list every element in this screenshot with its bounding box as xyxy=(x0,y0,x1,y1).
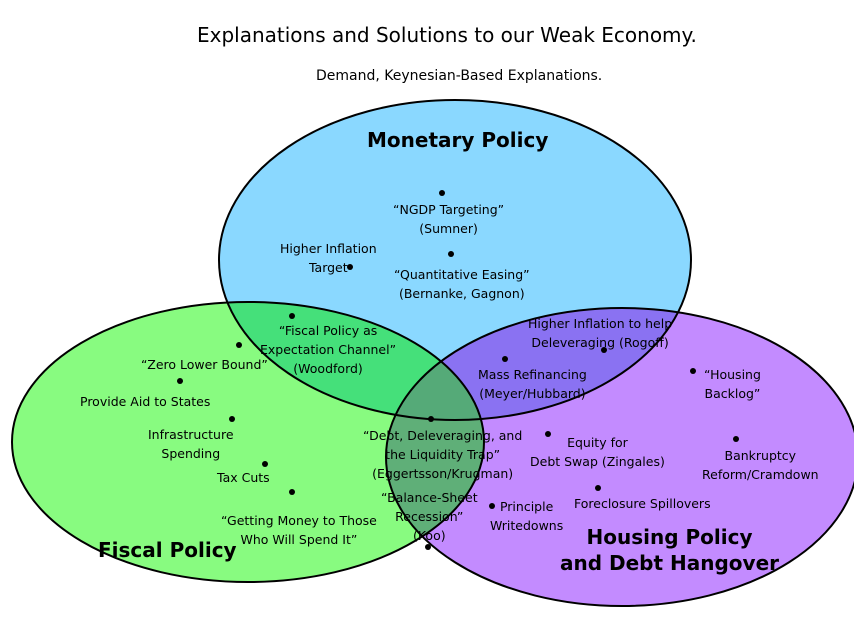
page-title: Explanations and Solutions to our Weak E… xyxy=(197,23,697,47)
higher-inflation-line1: Higher Inflation xyxy=(280,241,377,256)
housing-outline xyxy=(385,307,854,607)
equity-debt-dot xyxy=(545,431,551,437)
debt-delever-line1: “Debt, Deleveraging, and xyxy=(363,428,523,443)
qe-line1: “Quantitative Easing” xyxy=(394,267,530,282)
zero-lower-bound-line1: “Zero Lower Bound” xyxy=(141,357,268,372)
principle-line2: Writedowns xyxy=(490,518,564,533)
balance-sheet-dot xyxy=(425,544,431,550)
tax-cuts-label: Tax Cuts xyxy=(217,468,270,487)
fiscal-expectation-dot xyxy=(289,313,295,319)
balance-sheet-line3: (Koo) xyxy=(412,528,446,543)
inflation-deleveraging-label: Higher Inflation to help Deleveraging (R… xyxy=(528,314,672,352)
monetary-policy-label: Monetary Policy xyxy=(367,128,549,152)
housing-policy-label: Housing Policy and Debt Hangover xyxy=(560,524,779,576)
mass-refi-dot xyxy=(502,356,508,362)
ngdp-line2: (Sumner) xyxy=(419,221,478,236)
housing-backlog-label: “Housing Backlog” xyxy=(704,365,761,403)
infrastructure-line2: Spending xyxy=(161,446,221,461)
ngdp-line1: “NGDP Targeting” xyxy=(393,202,505,217)
monetary-fiscal-overlap xyxy=(219,302,484,420)
higher-inflation-line2: Target xyxy=(308,260,348,275)
foreclosure-label: Foreclosure Spillovers xyxy=(574,494,711,513)
ngdp-label: “NGDP Targeting” (Sumner) xyxy=(393,200,504,238)
housing-backlog-line2: Backlog” xyxy=(704,386,761,401)
balance-sheet-line2: Recession” xyxy=(395,509,464,524)
foreclosure-dot xyxy=(595,485,601,491)
zero-lower-bound-label: “Zero Lower Bound” xyxy=(141,355,268,374)
fiscal-expectation-line1: “Fiscal Policy as xyxy=(278,323,378,338)
debt-delever-label: “Debt, Deleveraging, and the Liquidity T… xyxy=(363,426,522,483)
bankruptcy-line1: Bankruptcy xyxy=(724,448,797,463)
infrastructure-line1: Infrastructure xyxy=(148,427,234,442)
housing-backlog-dot xyxy=(690,368,696,374)
monetary-outline xyxy=(218,99,692,421)
getting-money-label: “Getting Money to Those Who Will Spend I… xyxy=(221,511,377,549)
foreclosure-line1: Foreclosure Spillovers xyxy=(574,496,711,511)
principle-line1: Principle xyxy=(499,499,554,514)
inflation-deleveraging-dot xyxy=(601,347,607,353)
mass-refi-label: Mass Refinancing (Meyer/Hubbard) xyxy=(478,365,587,403)
ngdp-dot xyxy=(439,190,445,196)
qe-label: “Quantitative Easing” (Bernanke, Gagnon) xyxy=(394,265,530,303)
equity-debt-label: Equity for Debt Swap (Zingales) xyxy=(530,433,665,471)
bankruptcy-line2: Reform/Cramdown xyxy=(702,467,819,482)
fiscal-expectation-line3: (Woodford) xyxy=(293,361,363,376)
balance-sheet-line1: “Balance-Sheet xyxy=(381,490,478,505)
page-subtitle: Demand, Keynesian-Based Explanations. xyxy=(316,68,603,84)
qe-dot xyxy=(448,251,454,257)
aid-states-line1: Provide Aid to States xyxy=(80,394,211,409)
zero-lower-bound-dot xyxy=(236,342,242,348)
bankruptcy-dot xyxy=(733,436,739,442)
getting-money-line2: Who Will Spend It” xyxy=(240,532,358,547)
debt-delever-line3: (Eggertsson/Krugman) xyxy=(372,466,514,481)
housing-label-line2: and Debt Hangover xyxy=(560,551,780,575)
housing-label-line1: Housing Policy xyxy=(586,525,753,549)
inflation-deleveraging-line2: Deleveraging (Rogoff) xyxy=(531,335,669,350)
inflation-deleveraging-line1: Higher Inflation to help xyxy=(528,316,673,331)
equity-debt-line2: Debt Swap (Zingales) xyxy=(530,454,665,469)
debt-delever-line2: the Liquidity Trap” xyxy=(385,447,501,462)
higher-inflation-label: Higher Inflation Target xyxy=(280,239,377,277)
infrastructure-dot xyxy=(229,416,235,422)
aid-states-dot xyxy=(177,378,183,384)
fiscal-expectation-label: “Fiscal Policy as Expectation Channel” (… xyxy=(260,321,396,378)
mass-refi-line1: Mass Refinancing xyxy=(478,367,587,382)
housing-backlog-line1: “Housing xyxy=(704,367,761,382)
getting-money-dot xyxy=(289,489,295,495)
getting-money-line1: “Getting Money to Those xyxy=(221,513,377,528)
aid-states-label: Provide Aid to States xyxy=(80,392,210,411)
fiscal-policy-label: Fiscal Policy xyxy=(98,538,237,562)
tax-cuts-line1: Tax Cuts xyxy=(217,470,270,485)
fiscal-expectation-line2: Expectation Channel” xyxy=(260,342,397,357)
principle-label: Principle Writedowns xyxy=(490,497,563,535)
tax-cuts-dot xyxy=(262,461,268,467)
monetary-housing-overlap xyxy=(386,308,691,420)
higher-inflation-dot xyxy=(347,264,353,270)
bankruptcy-label: Bankruptcy Reform/Cramdown xyxy=(702,446,819,484)
balance-sheet-label: “Balance-Sheet Recession” (Koo) xyxy=(381,488,478,545)
mass-refi-line2: (Meyer/Hubbard) xyxy=(479,386,586,401)
infrastructure-label: Infrastructure Spending xyxy=(148,425,234,463)
qe-line2: (Bernanke, Gagnon) xyxy=(398,286,525,301)
equity-debt-line1: Equity for xyxy=(567,435,628,450)
principle-dot xyxy=(489,503,495,509)
fiscal-outline xyxy=(11,301,485,583)
debt-delever-dot xyxy=(428,416,434,422)
